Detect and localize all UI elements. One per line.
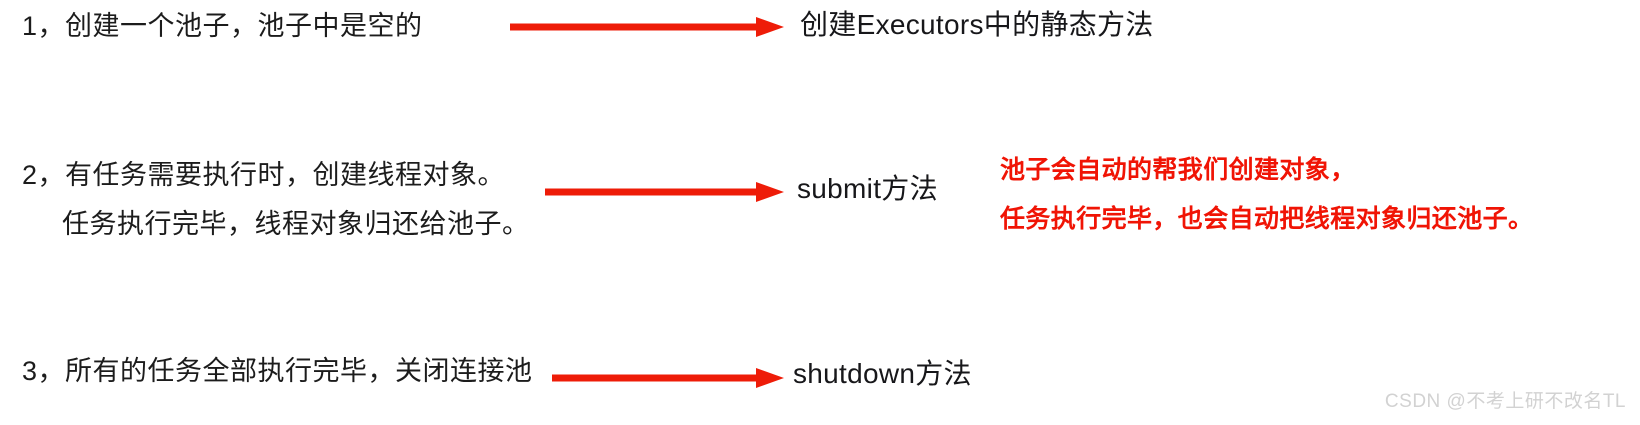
step-1-right-arrow bbox=[508, 16, 786, 38]
step-2-method-label: submit方法 bbox=[797, 173, 938, 204]
step-2-note-line-2: 任务执行完毕，也会自动把线程对象归还池子。 bbox=[1000, 205, 1534, 233]
step-3-right-arrow bbox=[550, 367, 786, 389]
step-2-note-line-1: 池子会自动的帮我们创建对象， bbox=[1000, 156, 1356, 184]
step-2-right-arrow bbox=[543, 181, 786, 203]
csdn-watermark: CSDN @不考上研不改名TL bbox=[1384, 391, 1626, 412]
step-1-description: 1，创建一个池子，池子中是空的 bbox=[22, 11, 423, 41]
step-3-description: 3，所有的任务全部执行完毕，关闭连接池 bbox=[22, 356, 533, 386]
step-1-method-label: 创建Executors中的静态方法 bbox=[800, 9, 1154, 40]
step-3-method-label: shutdown方法 bbox=[793, 358, 972, 389]
step-2-description-line-1: 2，有任务需要执行时，创建线程对象。 bbox=[22, 160, 506, 190]
step-2-description-line-2: 任务执行完毕，线程对象归还给池子。 bbox=[62, 209, 530, 239]
